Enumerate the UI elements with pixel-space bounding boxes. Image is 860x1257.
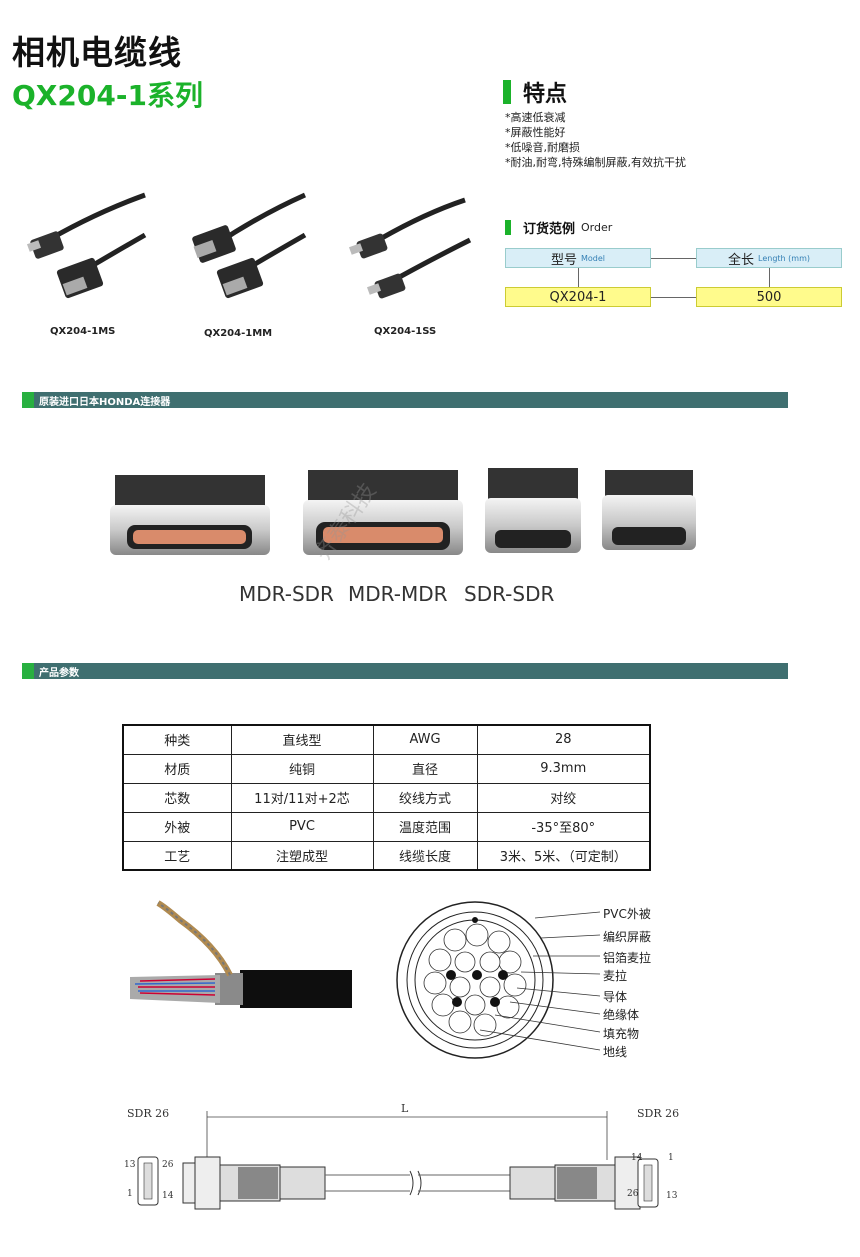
table-cell: 直径 [372, 753, 478, 784]
length-value-box: 500 [696, 287, 842, 307]
cable-drawing [137, 1111, 653, 1210]
table-cell: 绞线方式 [372, 782, 478, 813]
connector-images [110, 468, 696, 555]
drawing-left-label: SDR 26 [127, 1107, 170, 1120]
connector-sdr-sdr-1 [485, 468, 581, 553]
page-subtitle: QX204-1系列 [12, 79, 203, 112]
pin-label: 13 [666, 1191, 678, 1201]
feature-item: *高速低衰减 [505, 111, 566, 124]
connector-sdr-sdr-2 [602, 470, 696, 550]
table-cell: PVC [230, 811, 374, 842]
stripped-cable-image [130, 900, 352, 1008]
table-row: 材质 纯铜 直径 9.3mm [122, 753, 651, 784]
cross-section-diagram [396, 901, 601, 1059]
section-bar-connector: 原装进口日本HONDA连接器 [22, 392, 788, 408]
pin-label: 1 [127, 1189, 133, 1199]
features-list: *高速低衰减 *屏蔽性能好 *低噪音,耐磨损 *耐油,耐弯,特殊编制屏蔽,有效抗… [505, 110, 686, 170]
model-value-box: QX204-1 [505, 287, 651, 307]
connector-mdr-mdr [303, 470, 463, 555]
section-title-params: 产品参数 [39, 667, 79, 679]
drawing-length-mark: L [401, 1102, 409, 1115]
table-cell: 芯数 [122, 782, 232, 813]
xs-label-braid: 编织屏蔽 [603, 930, 652, 944]
feature-item: *屏蔽性能好 [505, 126, 566, 139]
table-row: 工艺 注塑成型 线缆长度 3米、5米、（可定制） [122, 840, 651, 871]
length-label-en: Length (mm) [758, 253, 810, 263]
caption-mdr-mdr: MDR-MDR [348, 582, 448, 606]
table-cell: -35°至80° [476, 811, 651, 842]
xs-label-mylar: 麦拉 [603, 969, 628, 983]
table-cell: 种类 [122, 724, 232, 755]
xs-label-conductor: 导体 [603, 990, 628, 1004]
features-heading: 特点 [503, 76, 567, 108]
green-marker [22, 663, 34, 679]
model-value: QX204-1 [549, 289, 607, 305]
connector-line [769, 268, 770, 287]
cable-images [26, 192, 472, 299]
section-title-connector: 原装进口日本HONDA连接器 [39, 396, 171, 408]
feature-item: *耐油,耐弯,特殊编制屏蔽,有效抗干扰 [505, 156, 686, 169]
pin-label: 26 [162, 1160, 174, 1170]
spec-table: 种类 直线型 AWG 28 材质 纯铜 直径 9.3mm 芯数 11对/11对+… [122, 724, 651, 871]
model-label: 型号 [550, 252, 577, 268]
model-label-en: Model [580, 253, 606, 263]
pin-label: 1 [668, 1153, 674, 1163]
connector-line [651, 258, 696, 259]
cable-image-mm [192, 192, 307, 299]
order-title-en: Order [581, 221, 613, 234]
table-cell: AWG [372, 724, 478, 755]
cable-label-ms: QX204-1MS [50, 326, 116, 337]
table-cell: 外被 [122, 811, 232, 842]
table-row: 种类 直线型 AWG 28 [122, 724, 651, 755]
xs-label-foil: 铝箔麦拉 [603, 951, 652, 965]
table-row: 芯数 11对/11对+2芯 绞线方式 对绞 [122, 782, 651, 813]
table-cell: 直线型 [230, 724, 374, 755]
green-marker [505, 220, 511, 235]
table-cell: 注塑成型 [230, 840, 374, 871]
cable-label-mm: QX204-1MM [204, 328, 273, 339]
section-bar-params: 产品参数 [22, 663, 788, 679]
table-cell: 对绞 [476, 782, 651, 813]
connector-line [578, 268, 579, 287]
table-cell: 温度范围 [372, 811, 478, 842]
length-value: 500 [756, 289, 782, 305]
length-label: 全长 [728, 252, 755, 268]
green-marker [22, 392, 34, 408]
xs-label-ground: 地线 [603, 1045, 628, 1059]
order-heading: 订货范例 Order [505, 218, 612, 237]
page-title: 相机电缆线 [12, 33, 182, 72]
table-cell: 线缆长度 [372, 840, 478, 871]
table-row: 外被 PVC 温度范围 -35°至80° [122, 811, 651, 842]
connector-line [651, 297, 696, 298]
pin-label: 13 [124, 1160, 136, 1170]
xs-label-pvc: PVC外被 [603, 907, 651, 921]
pin-label: 14 [162, 1191, 174, 1201]
table-cell: 纯铜 [230, 753, 374, 784]
caption-sdr-sdr: SDR-SDR [464, 582, 555, 606]
feature-item: *低噪音,耐磨损 [505, 141, 580, 154]
right-pin-face [637, 1158, 659, 1208]
table-cell: 11对/11对+2芯 [230, 782, 374, 813]
caption-mdr-sdr: MDR-SDR [239, 582, 334, 606]
cable-image-ms [26, 192, 147, 299]
pin-label: 26 [627, 1189, 639, 1199]
pin-label: 14 [631, 1153, 643, 1163]
table-cell: 3米、5米、（可定制） [476, 840, 651, 871]
green-marker [503, 80, 511, 104]
order-title: 订货范例 [523, 222, 576, 237]
cable-label-ss: QX204-1SS [374, 326, 437, 337]
xs-label-insulator: 绝缘体 [603, 1008, 640, 1022]
cable-image-ss [348, 197, 472, 299]
xs-label-filler: 填充物 [603, 1027, 640, 1041]
table-cell: 工艺 [122, 840, 232, 871]
features-title: 特点 [523, 82, 568, 107]
drawing-right-label: SDR 26 [637, 1107, 680, 1120]
table-cell: 9.3mm [476, 753, 651, 784]
table-cell: 材质 [122, 753, 232, 784]
connector-mdr-sdr [110, 475, 270, 555]
table-cell: 28 [476, 724, 651, 755]
